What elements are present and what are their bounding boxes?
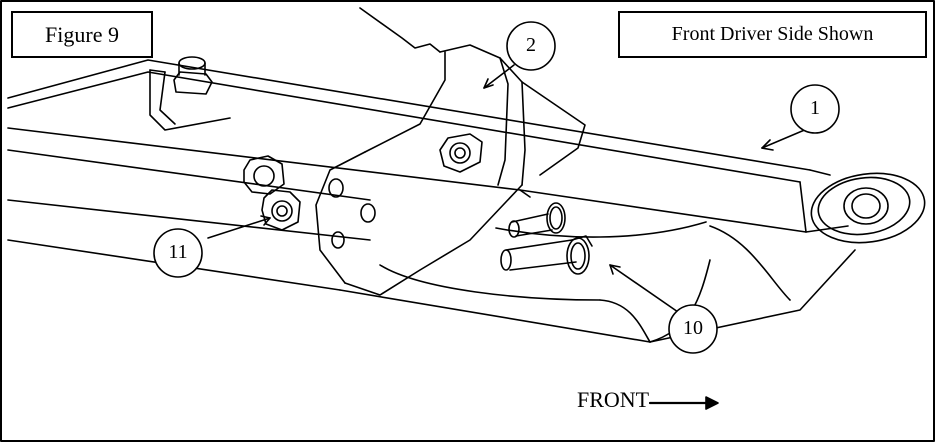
bracket — [149, 7, 586, 296]
callout-circle-10 — [668, 304, 718, 354]
callout-number-10: 10 — [683, 317, 703, 339]
front-direction-label: FRONT — [577, 387, 650, 412]
bolts — [500, 202, 593, 275]
rail — [7, 59, 849, 233]
callout-number-11: 11 — [168, 241, 188, 263]
callout-circle-11 — [153, 228, 203, 278]
callout-circle-2 — [506, 21, 556, 71]
end-pivot — [810, 172, 926, 244]
hex-nuts — [243, 155, 301, 231]
front-arrow — [648, 396, 719, 410]
callout-number-2: 2 — [526, 34, 536, 56]
top-stud — [173, 56, 213, 95]
callout-circle-1 — [790, 84, 840, 134]
bracket-nut — [439, 133, 483, 173]
callout-number-1: 1 — [810, 97, 820, 119]
view-title: Front Driver Side Shown — [618, 11, 927, 58]
figure-label: Figure 9 — [11, 11, 153, 58]
